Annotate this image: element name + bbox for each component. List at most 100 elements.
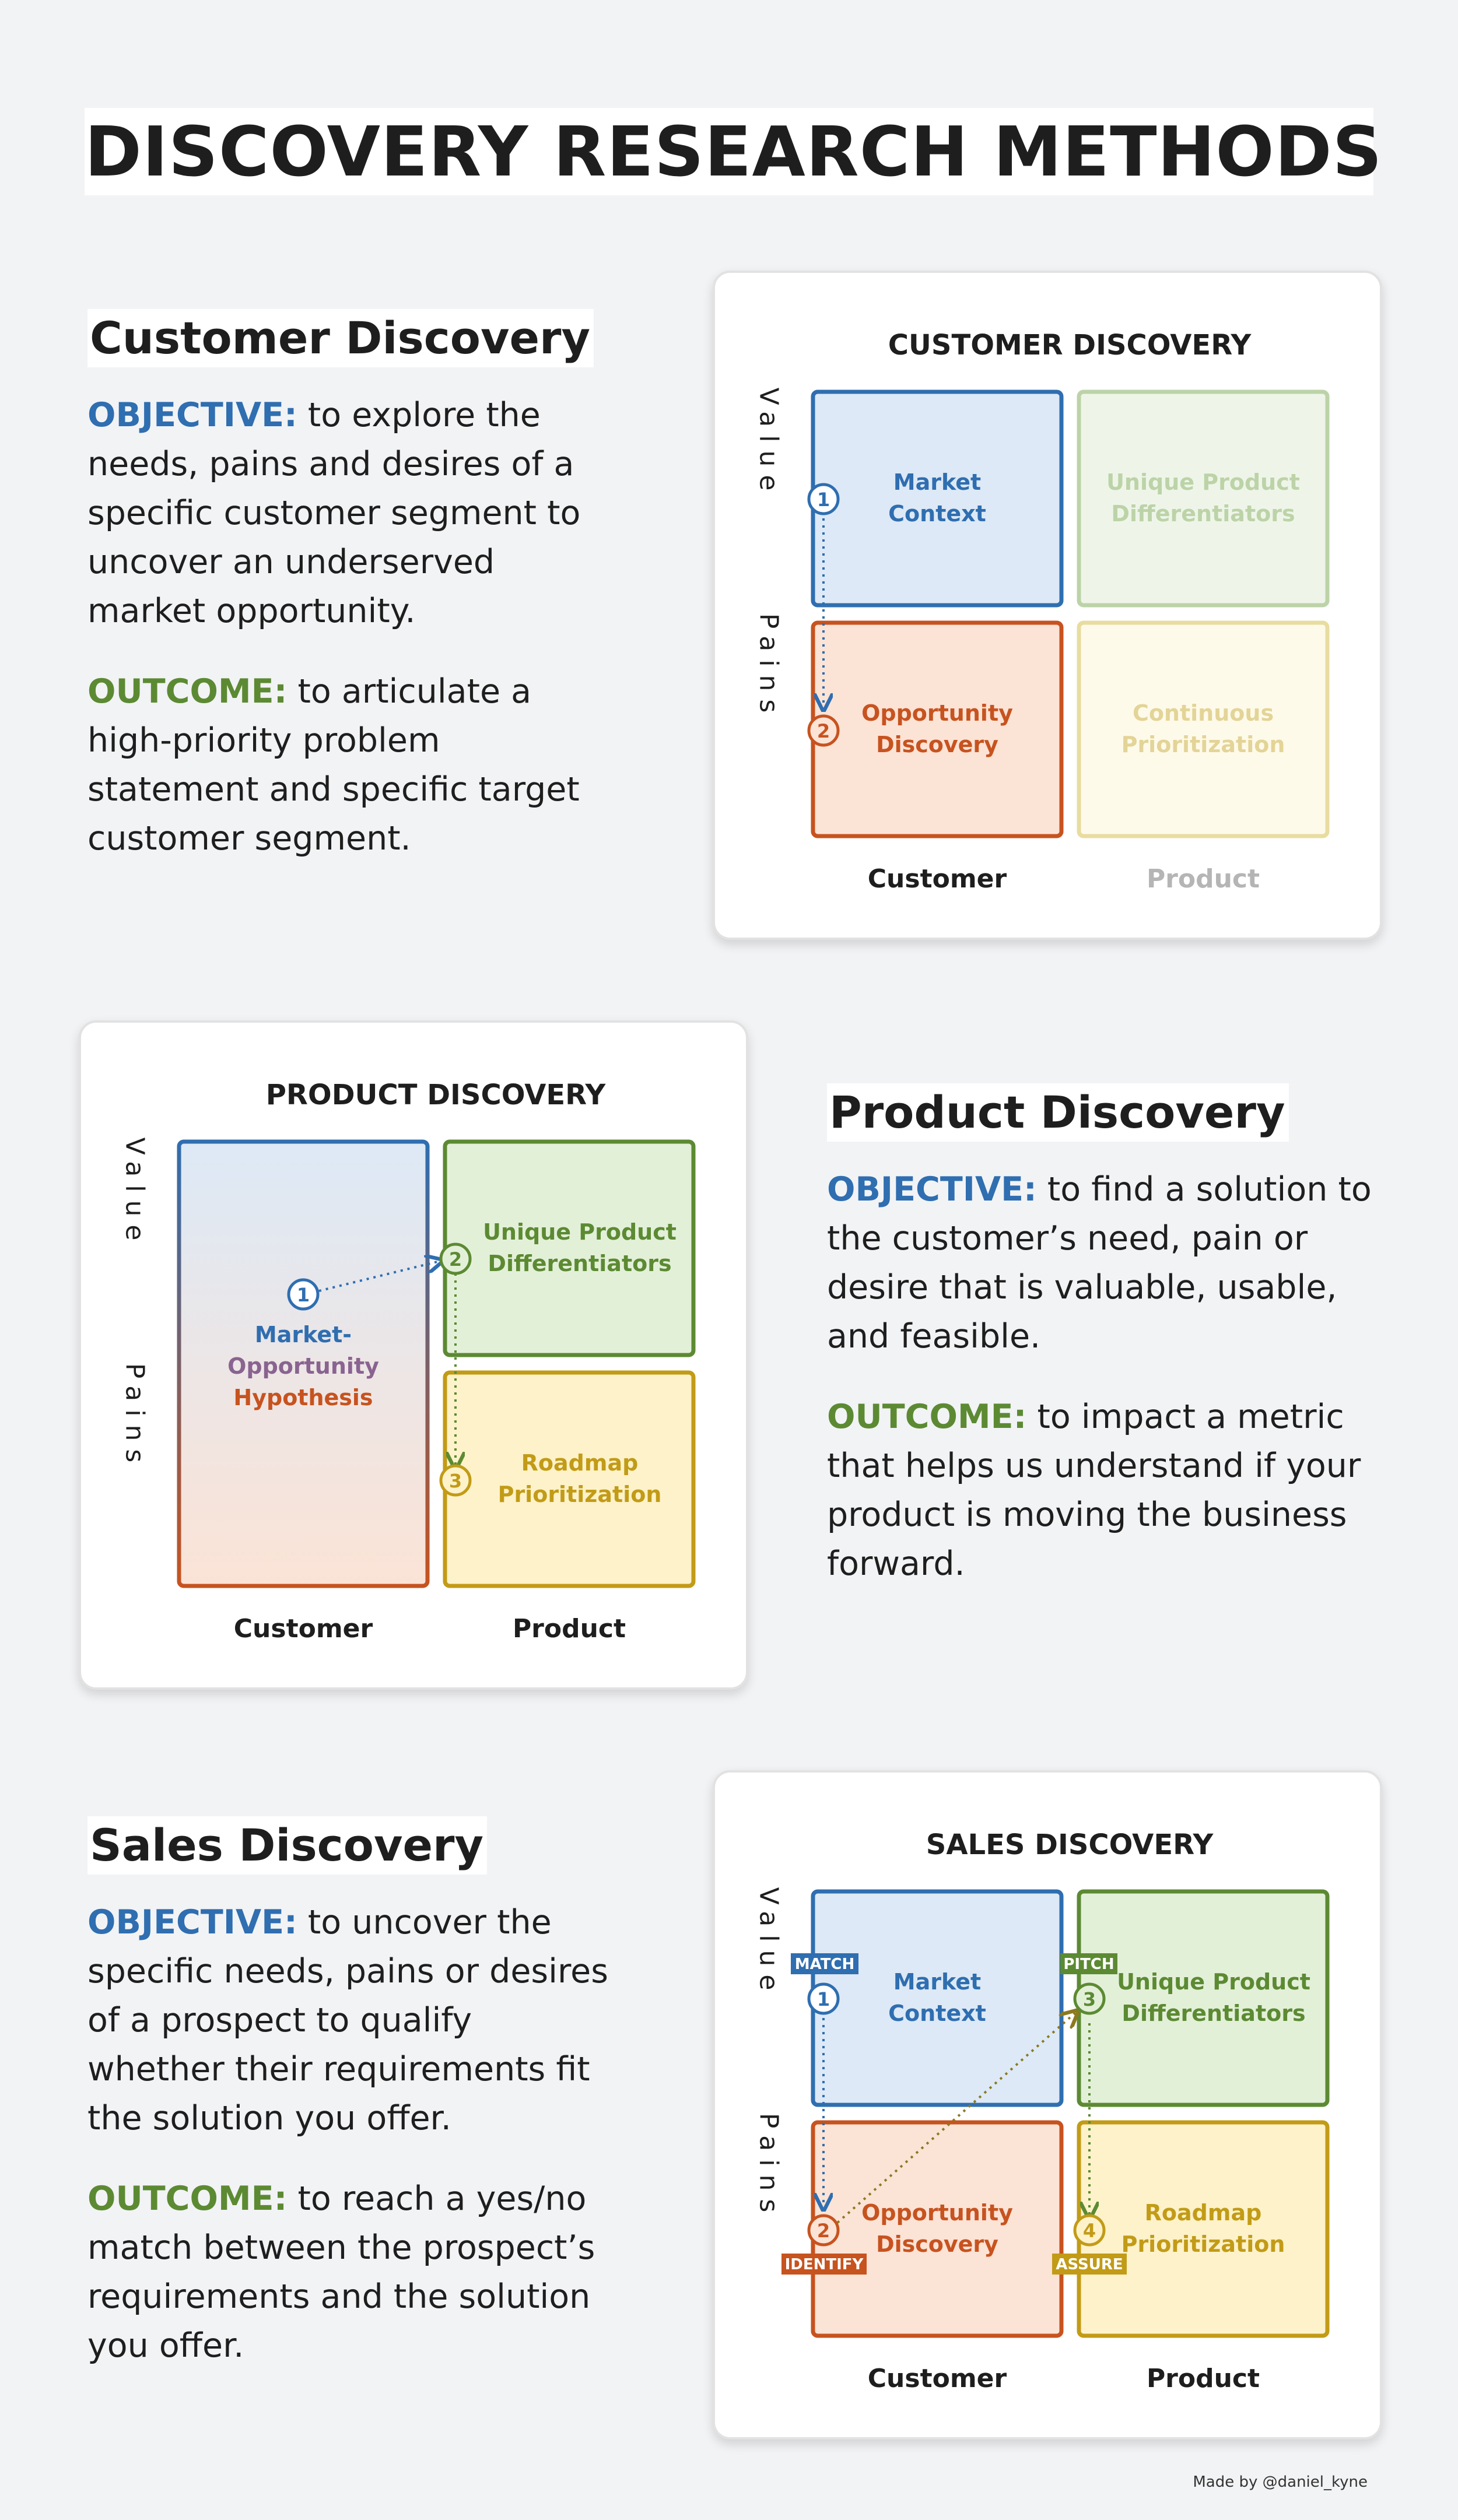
step-number: 1 xyxy=(817,489,830,511)
quadrant-label: Unique Product xyxy=(1117,1969,1310,1995)
step-number: 1 xyxy=(817,1988,830,2010)
product-outcome: OUTCOME: to impact a metric that helps u… xyxy=(827,1392,1387,1588)
quadrant-opportunity-discovery xyxy=(811,620,1064,838)
quadrant-label: Opportunity xyxy=(227,1353,379,1379)
product-discovery-diagram: PRODUCT DISCOVERY Market- Opportunity Hy… xyxy=(120,1079,696,1644)
step-number: 3 xyxy=(1083,1988,1096,2010)
outcome-label: OUTCOME: xyxy=(87,672,288,711)
column-label-product: Product xyxy=(1147,864,1260,894)
sales-objective: OBJECTIVE: to uncover the specific needs… xyxy=(87,1898,612,2143)
customer-discovery-heading: Customer Discovery xyxy=(87,309,594,367)
objective-text: to explore the needs, pains and desires … xyxy=(87,396,581,630)
tag-label: PITCH xyxy=(1063,1956,1114,1973)
column-label-customer: Customer xyxy=(868,2364,1007,2393)
quadrant-market-opportunity-hypothesis xyxy=(177,1139,430,1588)
product-objective: OBJECTIVE: to find a solution to the cus… xyxy=(827,1165,1387,1361)
axis-label-value: Value xyxy=(754,1887,784,1999)
diagram-title: PRODUCT DISCOVERY xyxy=(266,1079,607,1111)
quadrant-label: Market xyxy=(893,1969,981,1995)
quadrant-unique-product xyxy=(1077,1889,1330,2107)
tag-match xyxy=(791,1953,858,1974)
tag-label: MATCH xyxy=(795,1956,855,1973)
column-label-product: Product xyxy=(513,1614,626,1644)
customer-objective: OBJECTIVE: to explore the needs, pains a… xyxy=(87,391,612,636)
product-discovery-heading: Product Discovery xyxy=(827,1083,1289,1142)
quadrant-label: Market xyxy=(893,469,981,495)
product-discovery-section: Product Discovery OBJECTIVE: to find a s… xyxy=(827,1083,1387,1620)
customer-discovery-section: Customer Discovery OBJECTIVE: to explore… xyxy=(87,309,612,894)
quadrant-label: Differentiators xyxy=(1111,501,1295,527)
diagram-title: CUSTOMER DISCOVERY xyxy=(888,329,1252,361)
customer-outcome: OUTCOME: to articulate a high-priority p… xyxy=(87,667,612,863)
outcome-text: to reach a yes/no match between the pros… xyxy=(87,2179,595,2365)
quadrant-label: Discovery xyxy=(876,732,998,757)
tag-identify xyxy=(781,2254,867,2275)
quadrant-label: Prioritization xyxy=(498,1482,662,1507)
sales-discovery-card: SALES DISCOVERY Market Context Unique Pr… xyxy=(713,1770,1382,2440)
quadrant-market-context xyxy=(811,389,1064,608)
objective-text: to find a solution to the customer’s nee… xyxy=(827,1170,1372,1356)
axis-label-pains: Pains xyxy=(120,1363,150,1471)
objective-label: OBJECTIVE: xyxy=(827,1170,1037,1209)
quadrant-label: Continuous xyxy=(1133,700,1274,726)
column-label-customer: Customer xyxy=(868,864,1007,894)
step-marker xyxy=(439,1243,472,1275)
quadrant-label: Roadmap xyxy=(1145,2200,1262,2226)
axis-label-pains: Pains xyxy=(754,613,784,721)
quadrant-label: Hypothesis xyxy=(233,1385,373,1410)
outcome-label: OUTCOME: xyxy=(827,1398,1027,1436)
quadrant-roadmap-prioritization xyxy=(1077,2120,1330,2338)
step-marker xyxy=(807,483,840,515)
step-number: 3 xyxy=(449,1470,462,1492)
axis-label-pains: Pains xyxy=(754,2113,784,2221)
sales-discovery-diagram: SALES DISCOVERY Market Context Unique Pr… xyxy=(754,1828,1330,2393)
quadrant-unique-product xyxy=(443,1139,696,1357)
customer-discovery-card: CUSTOMER DISCOVERY Market Context Unique… xyxy=(713,271,1382,940)
step-number: 2 xyxy=(817,2220,830,2242)
step-marker xyxy=(1073,2214,1106,2247)
tag-label: IDENTIFY xyxy=(785,2256,864,2273)
quadrant-market-context xyxy=(811,1889,1064,2107)
outcome-label: OUTCOME: xyxy=(87,2179,288,2218)
quadrant-label: Market- xyxy=(255,1322,352,1347)
column-label-product: Product xyxy=(1147,2364,1260,2393)
step-number: 1 xyxy=(297,1284,310,1306)
quadrant-label: Prioritization xyxy=(1121,732,1285,757)
tag-label: ASSURE xyxy=(1056,2256,1123,2273)
quadrant-label: Prioritization xyxy=(1121,2231,1285,2257)
step-marker xyxy=(807,2214,840,2247)
quadrant-label: Discovery xyxy=(876,2231,998,2257)
step-marker xyxy=(1073,1982,1106,2015)
page-title: DISCOVERY RESEARCH METHODS xyxy=(85,108,1382,195)
objective-label: OBJECTIVE: xyxy=(87,1903,297,1942)
quadrant-label: Differentiators xyxy=(1121,2000,1305,2026)
customer-discovery-diagram: CUSTOMER DISCOVERY Market Context Unique… xyxy=(754,329,1330,894)
tag-pitch xyxy=(1060,1953,1117,1974)
step-number: 2 xyxy=(817,720,830,742)
sales-outcome: OUTCOME: to reach a yes/no match between… xyxy=(87,2174,612,2370)
quadrant-roadmap-prioritization xyxy=(443,1370,696,1588)
quadrant-label: Roadmap xyxy=(521,1450,639,1476)
tag-assure xyxy=(1052,2254,1127,2275)
quadrant-label: Unique Product xyxy=(1106,469,1300,495)
quadrant-label: Context xyxy=(888,501,986,527)
sales-discovery-heading: Sales Discovery xyxy=(87,1816,488,1875)
quadrant-label: Opportunity xyxy=(861,700,1013,726)
step-marker xyxy=(807,1982,840,2015)
column-label-customer: Customer xyxy=(234,1614,373,1644)
quadrant-label: Context xyxy=(888,2000,986,2026)
step-marker xyxy=(287,1278,320,1311)
product-discovery-card: PRODUCT DISCOVERY Market- Opportunity Hy… xyxy=(79,1020,748,1690)
quadrant-label: Opportunity xyxy=(861,2200,1013,2226)
outcome-text: to impact a metric that helps us underst… xyxy=(827,1398,1361,1583)
objective-text: to uncover the specific needs, pains or … xyxy=(87,1903,608,2138)
quadrant-continuous-prioritization xyxy=(1077,620,1330,838)
objective-label: OBJECTIVE: xyxy=(87,396,297,434)
axis-label-value: Value xyxy=(120,1138,150,1249)
step-number: 2 xyxy=(449,1248,462,1270)
step-number: 4 xyxy=(1083,2220,1096,2242)
diagram-title: SALES DISCOVERY xyxy=(926,1828,1214,1861)
sales-discovery-section: Sales Discovery OBJECTIVE: to uncover th… xyxy=(87,1816,612,2402)
step-marker xyxy=(439,1464,472,1497)
quadrant-label: Unique Product xyxy=(483,1219,677,1245)
